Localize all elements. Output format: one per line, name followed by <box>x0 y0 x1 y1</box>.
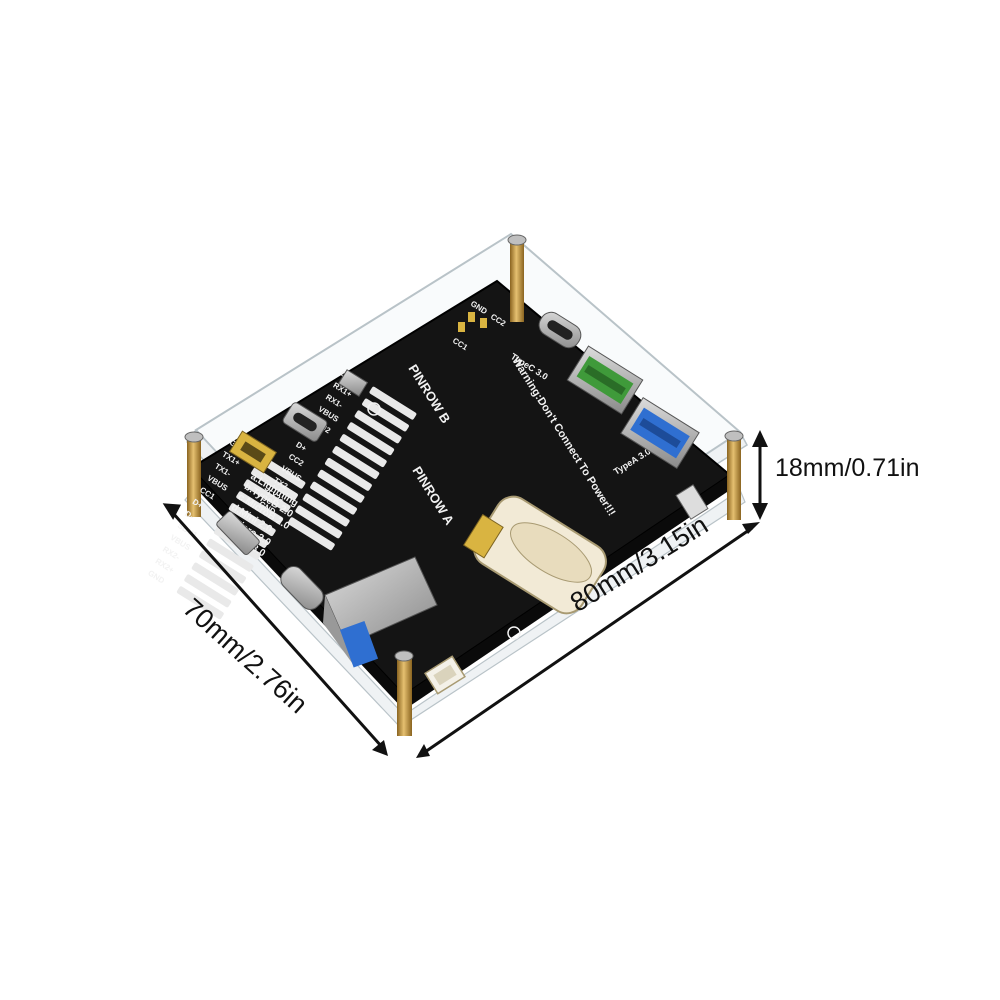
pin-b-pad <box>310 481 357 515</box>
pin-a-label: GND <box>146 568 166 585</box>
usb-port-icon <box>216 311 700 668</box>
pin-b-pad <box>325 457 372 491</box>
height-dimension-label: 18mm/0.71in <box>775 454 920 482</box>
pin-b-pad <box>295 505 343 539</box>
minus-marking <box>367 402 381 416</box>
pin-b-pad <box>369 386 417 420</box>
pin-a-pad <box>251 467 298 501</box>
power-connector-icon <box>424 655 466 695</box>
pin-b-pad <box>362 398 409 432</box>
battery-holder-icon <box>462 495 607 615</box>
pin-a-pad <box>258 455 306 489</box>
pin-b-pad <box>317 469 365 503</box>
pin-a-pad <box>184 574 232 608</box>
pin-b-pad <box>347 422 395 456</box>
pin-a-pad <box>243 479 291 513</box>
brass-standoffs <box>184 234 744 736</box>
pin-b-pad <box>287 517 335 551</box>
plus-marking <box>507 626 521 640</box>
pin-b-pad <box>339 434 387 468</box>
pin-b-pad <box>302 493 350 527</box>
toggle-switch <box>675 484 709 520</box>
pin-b-pad <box>332 446 380 479</box>
pin-a-pad <box>176 586 224 620</box>
cc-pads <box>458 312 487 332</box>
pin-a-pad <box>206 538 254 572</box>
pin-b-pad <box>354 410 402 444</box>
pin-a-pad <box>236 491 284 525</box>
pin-a-pad <box>228 503 276 537</box>
dimension-arrows <box>162 430 768 758</box>
pin-a-pad <box>191 562 239 596</box>
